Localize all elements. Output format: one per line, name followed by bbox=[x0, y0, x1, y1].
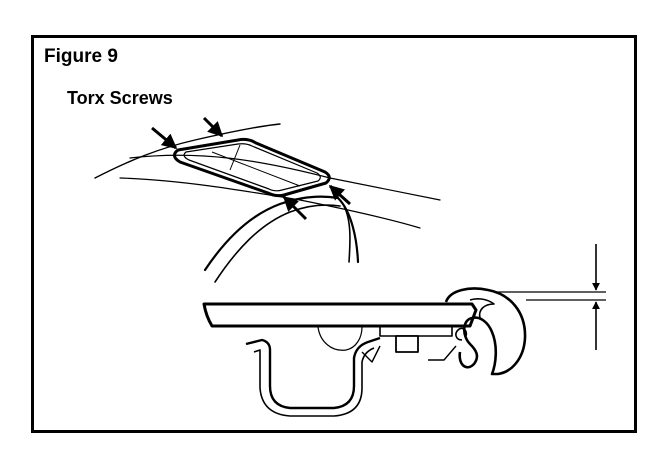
arrow-icon bbox=[328, 184, 352, 206]
torx-screws-label: Torx Screws bbox=[67, 88, 173, 108]
roof-outline bbox=[94, 123, 441, 283]
torx-screw-arrows bbox=[151, 116, 352, 221]
figure-title: Figure 9 bbox=[44, 46, 118, 67]
sunroof-frame bbox=[173, 137, 331, 198]
dimension-markers bbox=[496, 244, 606, 350]
figure-frame bbox=[31, 35, 637, 433]
arrow-icon bbox=[202, 116, 224, 138]
arrow-icon bbox=[151, 126, 178, 150]
seal-cross-section bbox=[202, 287, 527, 417]
arrow-icon bbox=[282, 195, 308, 221]
